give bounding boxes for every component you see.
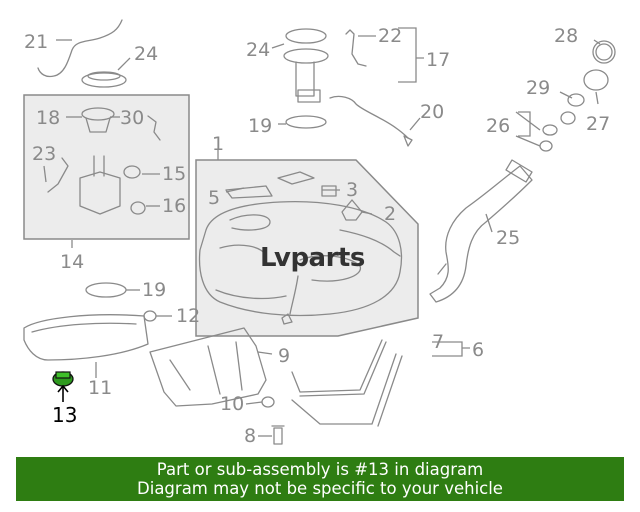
tube-and-gasket — [37, 19, 127, 88]
callout-10: 10 — [220, 393, 244, 415]
watermark: L vparts — [260, 243, 365, 273]
callout-13-highlight: 13 — [52, 403, 77, 427]
callout-29: 29 — [526, 77, 550, 99]
highlighted-part-13 — [52, 371, 74, 402]
fuel-cap-parts — [539, 40, 616, 152]
callout-24: 24 — [134, 43, 158, 65]
callout-14: 14 — [60, 251, 84, 273]
watermark-prefix: L — [260, 243, 276, 273]
callout-15: 15 — [162, 163, 186, 185]
callout-labels: 21 24 22 17 28 18 30 24 19 20 29 27 26 1… — [24, 25, 610, 447]
banner-line-1: Part or sub-assembly is #13 in diagram — [156, 460, 484, 479]
callout-8: 8 — [244, 425, 256, 447]
protector-11 — [23, 314, 149, 361]
callout-28: 28 — [554, 25, 578, 47]
callout-6: 6 — [472, 339, 484, 361]
callout-24b: 24 — [246, 39, 270, 61]
callout-7: 7 — [432, 331, 444, 353]
fuel-pump-assembly — [283, 28, 413, 147]
filler-tube — [429, 159, 533, 303]
callout-21: 21 — [24, 31, 48, 53]
callout-19b: 19 — [142, 279, 166, 301]
watermark-text: vparts — [274, 243, 365, 273]
callout-12: 12 — [176, 305, 200, 327]
tank-small-parts — [225, 171, 363, 221]
parts-diagram: L vparts 21 24 22 17 28 18 30 24 19 20 2… — [23, 19, 616, 447]
tank-assembly-box-1 — [195, 159, 419, 337]
part-10-and-bolt-8 — [261, 396, 285, 445]
fuel-tank — [198, 201, 403, 325]
protector-9 — [149, 327, 267, 407]
callout-9: 9 — [278, 345, 290, 367]
callout-1: 1 — [212, 133, 224, 155]
callout-25: 25 — [496, 227, 520, 249]
callout-27: 27 — [586, 113, 610, 135]
info-banner: Part or sub-assembly is #13 in diagram D… — [16, 457, 624, 501]
callout-23: 23 — [32, 143, 56, 165]
banner-line-2: Diagram may not be specific to your vehi… — [137, 479, 503, 498]
callout-11: 11 — [88, 377, 112, 399]
callout-2: 2 — [384, 203, 396, 225]
callout-5: 5 — [208, 187, 220, 209]
callout-3: 3 — [346, 179, 358, 201]
callout-30: 30 — [120, 107, 144, 129]
tank-straps — [291, 339, 403, 427]
leader-lines — [43, 27, 601, 437]
callout-22: 22 — [378, 25, 402, 47]
callout-26: 26 — [486, 115, 510, 137]
callout-19: 19 — [248, 115, 272, 137]
callout-18: 18 — [36, 107, 60, 129]
callout-17: 17 — [426, 49, 450, 71]
sub-assembly-parts — [47, 107, 161, 215]
callout-16: 16 — [162, 195, 186, 217]
callout-20: 20 — [420, 101, 444, 123]
